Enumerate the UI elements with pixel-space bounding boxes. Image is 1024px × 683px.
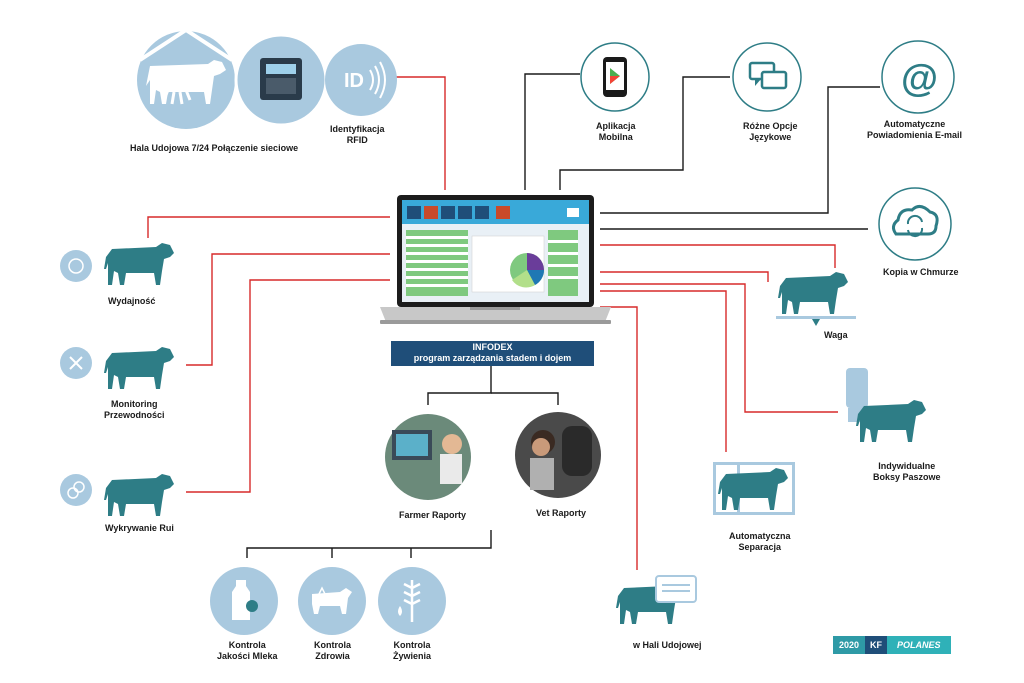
connector-lines xyxy=(147,73,880,570)
scale-icon xyxy=(776,272,856,326)
milking-parlour-label: Hala Udojowa 7/24 Połączenie sieciowe xyxy=(130,143,299,153)
infodex-banner: INFODEX program zarządzania stadem i doj… xyxy=(391,341,594,366)
yield-meter-icon xyxy=(60,250,92,282)
infodex-subtitle: program zarządzania stadem i dojem xyxy=(413,353,572,363)
yield-label: Wydajność xyxy=(108,296,156,306)
separation-gate-icon xyxy=(713,462,795,515)
cow-icon xyxy=(104,474,174,516)
heat-detection-label: Wykrywanie Rui xyxy=(105,523,174,533)
scale-label: Waga xyxy=(824,330,848,340)
milk-bottle-icon xyxy=(210,567,278,635)
cow-icon xyxy=(104,347,174,389)
badge-brand: POLANES xyxy=(887,636,951,654)
cloud-sync-icon xyxy=(878,187,952,261)
infodex-title: INFODEX xyxy=(472,342,513,352)
wheat-drop-icon xyxy=(378,567,446,635)
badge-year: 2020 xyxy=(833,636,866,654)
feed-box-icon xyxy=(846,368,926,442)
laptop-icon xyxy=(380,195,611,324)
svg-text:@: @ xyxy=(901,58,938,100)
cow-icon xyxy=(104,243,174,285)
heart-cow-icon xyxy=(298,567,366,635)
cloud-backup-label: Kopia w Chmurze xyxy=(883,267,959,277)
rfid-icon: ID xyxy=(325,44,397,116)
badge-kf: KF xyxy=(865,636,888,654)
brand-badge: 2020 KF POLANES xyxy=(833,636,951,654)
vet-reports-label: Vet Raporty xyxy=(536,508,587,518)
vet-report-photo xyxy=(515,412,601,498)
farmer-report-photo xyxy=(385,414,471,500)
rfid-icon-text: ID xyxy=(344,70,364,92)
controller-device-icon xyxy=(234,33,328,127)
farmer-reports-label: Farmer Raporty xyxy=(399,510,467,520)
parlour-cow-icon xyxy=(616,575,697,624)
parlour-label: w Hali Udojowej xyxy=(633,640,702,650)
barn-cow-icon xyxy=(137,27,235,129)
chat-bubbles-icon xyxy=(732,42,802,112)
conductivity-icon xyxy=(60,347,92,379)
pie-chart-icon xyxy=(510,253,544,288)
gender-rings-icon xyxy=(60,474,92,506)
at-sign-icon: @ xyxy=(881,40,955,114)
smartphone-icon xyxy=(580,42,650,112)
